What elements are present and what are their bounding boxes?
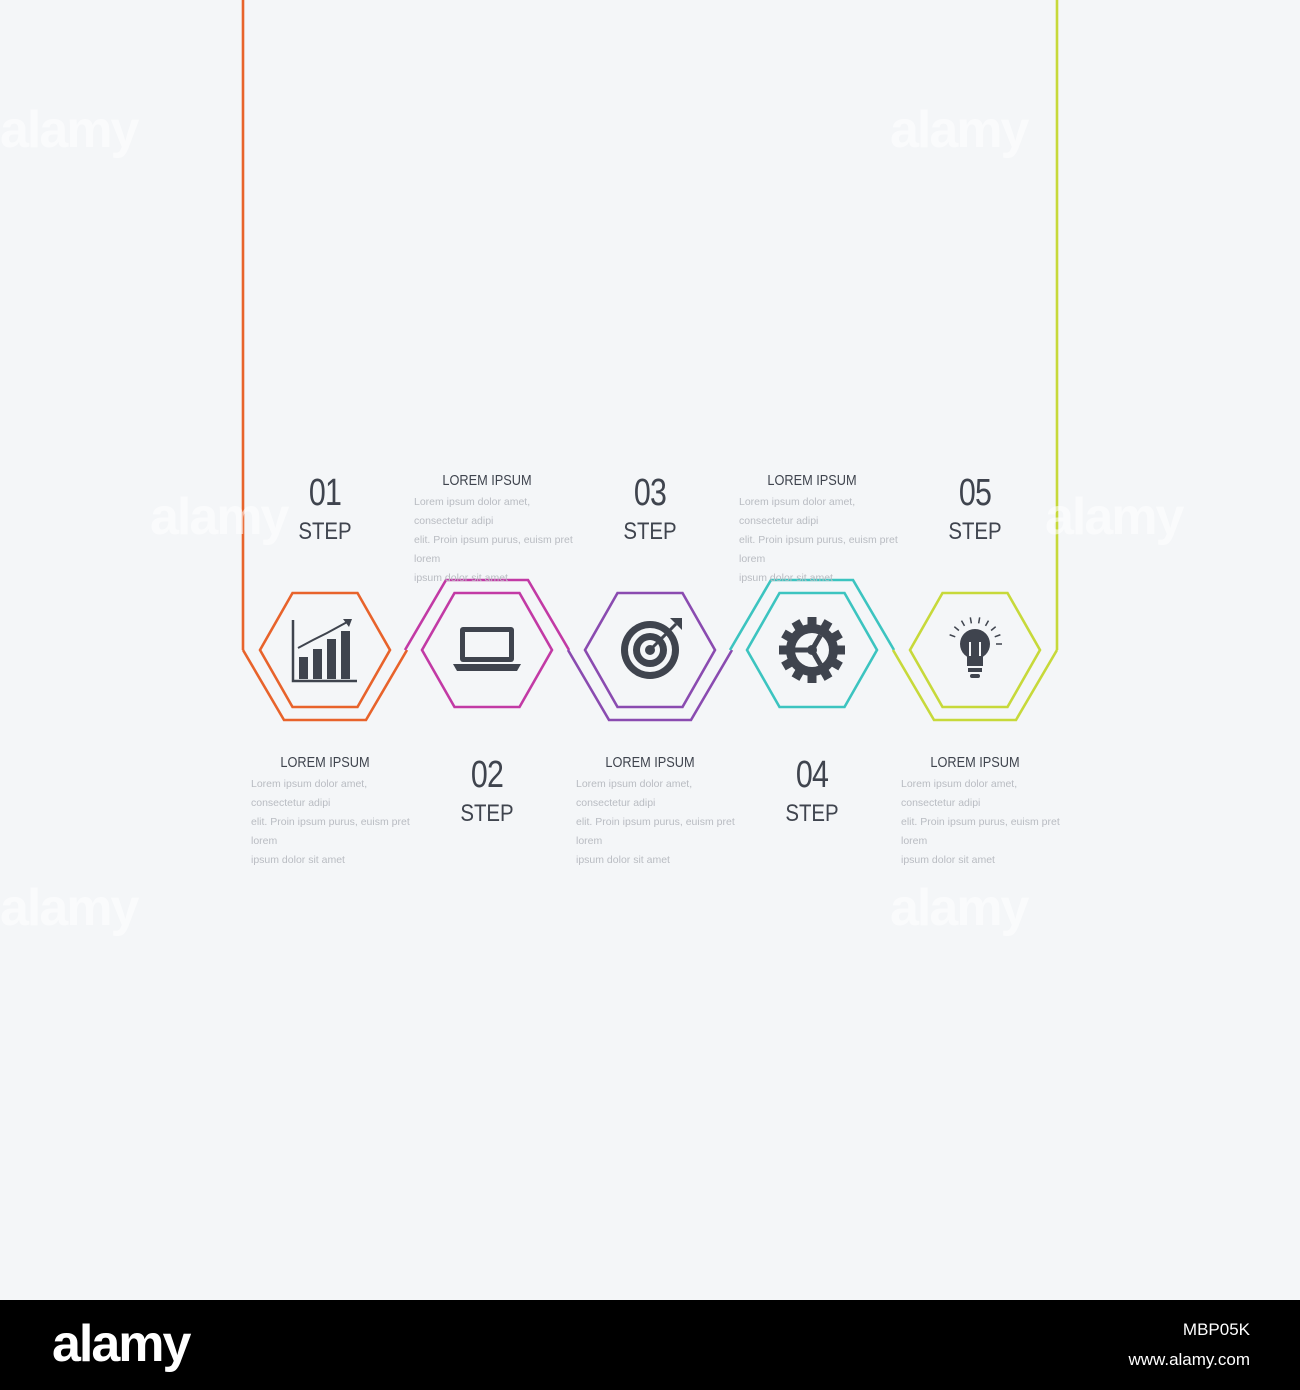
body-line: Lorem ipsum dolor amet, consectetur adip…	[251, 778, 368, 809]
step-4-inner-hexagon	[745, 591, 879, 709]
step-5-inner-hexagon	[908, 591, 1042, 709]
image-code: MBP05K	[1182, 1320, 1250, 1339]
body-line: Lorem ipsum dolor amet, consectetur adip…	[901, 778, 1018, 809]
step-5-title: LOREM IPSUM	[930, 754, 1020, 771]
step-2-body: Lorem ipsum dolor amet, consectetur adip…	[414, 493, 574, 588]
step-5-outer-hexagon-half	[891, 649, 1059, 722]
step-2-label: STEP	[460, 800, 514, 827]
hexagon-chain-diagram	[241, 0, 1059, 722]
body-line: ipsum dolor sit amet	[576, 854, 670, 866]
step-1-title: LOREM IPSUM	[280, 754, 370, 771]
step-5-label: STEP	[948, 518, 1002, 545]
body-line: elit. Proin ipsum purus, euism pret lore…	[739, 534, 898, 565]
body-line: ipsum dolor sit amet	[251, 854, 345, 866]
body-line: Lorem ipsum dolor amet, consectetur adip…	[576, 778, 693, 809]
step-1-body: Lorem ipsum dolor amet, consectetur adip…	[251, 775, 411, 870]
body-line: elit. Proin ipsum purus, euism pret lore…	[414, 534, 573, 565]
step-3-inner-hexagon	[583, 591, 717, 709]
footer-bar: alamy MBP05K www.alamy.com	[0, 1300, 1300, 1390]
step-1-outer-hexagon-half	[241, 649, 409, 722]
body-line: ipsum dolor sit amet	[414, 572, 508, 584]
step-4-outer-hexagon-half	[728, 578, 896, 651]
step-1-inner-hexagon	[258, 591, 392, 709]
bar-chart-icon	[291, 619, 357, 683]
step-3-label: STEP	[623, 518, 677, 545]
target-icon	[621, 618, 682, 679]
step-2-outer-hexagon-half	[403, 578, 571, 651]
gear-icon	[779, 617, 845, 683]
step-4-number: 04	[795, 754, 829, 796]
lightbulb-icon	[949, 617, 1002, 678]
step-5-number: 05	[958, 472, 992, 514]
step-2-number: 02	[470, 754, 504, 796]
step-4-label: STEP	[785, 800, 839, 827]
watermark: alamy	[0, 879, 139, 937]
body-line: elit. Proin ipsum purus, euism pret lore…	[251, 816, 410, 847]
body-line: ipsum dolor sit amet	[739, 572, 833, 584]
step-4-body: Lorem ipsum dolor amet, consectetur adip…	[739, 493, 899, 588]
watermark: alamy	[1045, 488, 1184, 546]
step-3-outer-hexagon-half	[566, 649, 734, 722]
body-line: elit. Proin ipsum purus, euism pret lore…	[901, 816, 1060, 847]
watermark: alamy	[150, 488, 289, 546]
step-1-number: 01	[308, 472, 342, 514]
step-2-title: LOREM IPSUM	[442, 472, 532, 489]
step-1-label: STEP	[298, 518, 352, 545]
infographic-canvas: 01 STEP LOREM IPSUM Lorem ipsum dolor am…	[0, 0, 1184, 937]
body-line: Lorem ipsum dolor amet, consectetur adip…	[414, 496, 531, 527]
step-3-title: LOREM IPSUM	[605, 754, 695, 771]
step-3-number: 03	[633, 472, 667, 514]
body-line: ipsum dolor sit amet	[901, 854, 995, 866]
step-5-body: Lorem ipsum dolor amet, consectetur adip…	[901, 775, 1061, 870]
watermark: alamy	[890, 879, 1029, 937]
body-line: elit. Proin ipsum purus, euism pret lore…	[576, 816, 735, 847]
step-3-body: Lorem ipsum dolor amet, consectetur adip…	[576, 775, 736, 870]
watermark: alamy	[890, 101, 1029, 159]
footer-site: www.alamy.com	[1128, 1350, 1250, 1369]
body-line: Lorem ipsum dolor amet, consectetur adip…	[739, 496, 856, 527]
footer-logo: alamy	[52, 1315, 191, 1373]
step-2-inner-hexagon	[420, 591, 554, 709]
laptop-icon	[453, 627, 521, 671]
step-4-title: LOREM IPSUM	[767, 472, 857, 489]
watermark: alamy	[0, 101, 139, 159]
